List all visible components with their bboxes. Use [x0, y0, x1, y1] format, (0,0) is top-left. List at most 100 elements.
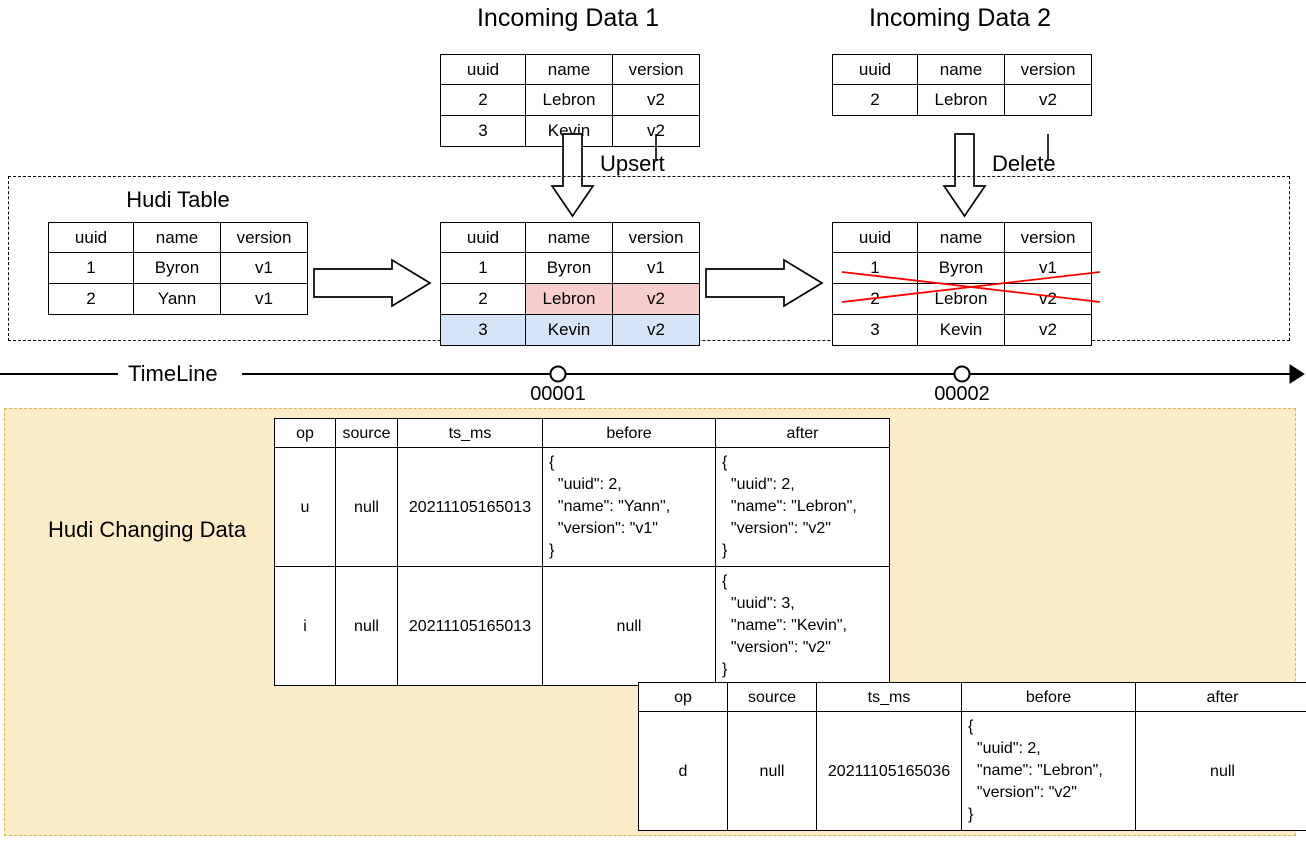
cell-name: Byron — [133, 252, 221, 284]
incoming-data-1-title: Incoming Data 1 — [476, 4, 660, 32]
table-row-deleted: 2 Lebron v2 — [832, 283, 1092, 315]
cdc-table-upsert: op source ts_ms before after u null 2021… — [274, 418, 890, 686]
cell-uuid: 3 — [440, 314, 526, 346]
cell-name: Kevin — [525, 314, 613, 346]
column-header-ts-ms: ts_ms — [397, 418, 543, 448]
column-header-version: version — [1004, 222, 1092, 253]
cell-name: Lebron — [525, 283, 613, 315]
column-header-after: after — [1135, 682, 1306, 712]
delete-arrow — [942, 133, 1049, 218]
column-header-version: version — [1004, 54, 1092, 85]
column-header-uuid: uuid — [48, 222, 134, 253]
cell-op: u — [274, 447, 336, 567]
upsert-arrow — [550, 133, 657, 218]
column-header-name: name — [133, 222, 221, 253]
table-row: 3 Kevin v2 — [440, 115, 700, 147]
column-header-uuid: uuid — [832, 222, 918, 253]
cell-name: Lebron — [525, 84, 613, 116]
cell-after: { "uuid": 3, "name": "Kevin", "version":… — [715, 566, 890, 686]
table-header-row: op source ts_ms before after — [274, 418, 890, 448]
cell-uuid: 1 — [440, 252, 526, 284]
cell-version: v2 — [612, 283, 700, 315]
cell-after: { "uuid": 2, "name": "Lebron", "version"… — [715, 447, 890, 567]
table-row-inserted: 3 Kevin v2 — [440, 314, 700, 346]
incoming-data-2-table: uuid name version 2 Lebron v2 — [832, 54, 1092, 116]
flow-arrow-1-icon — [313, 258, 432, 308]
table-row: 1 Byron v1 — [48, 252, 308, 284]
cell-uuid: 3 — [832, 314, 918, 346]
cell-op: d — [638, 711, 728, 831]
delete-label: Delete — [992, 151, 1056, 176]
column-header-name: name — [917, 222, 1005, 253]
cell-uuid: 1 — [48, 252, 134, 284]
column-header-ts-ms: ts_ms — [816, 682, 962, 712]
cell-version: v2 — [1004, 314, 1092, 346]
table-row: 2 Lebron v2 — [440, 84, 700, 116]
cell-version: v1 — [612, 252, 700, 284]
column-header-version: version — [612, 222, 700, 253]
timeline-label: TimeLine — [128, 361, 218, 386]
hudi-table-after-upsert: uuid name version 1 Byron v1 2 Lebron v2… — [440, 222, 700, 346]
column-header-uuid: uuid — [832, 54, 918, 85]
column-header-source: source — [335, 418, 398, 448]
column-header-version: version — [220, 222, 308, 253]
incoming-data-2-title: Incoming Data 2 — [868, 4, 1052, 32]
cell-source: null — [727, 711, 817, 831]
hudi-table-after-delete: uuid name version 1 Byron v1 2 Lebron v2… — [832, 222, 1092, 346]
cell-before: null — [542, 566, 716, 686]
cell-ts-ms: 20211105165013 — [397, 566, 543, 686]
cell-uuid: 3 — [440, 115, 526, 147]
table-header-row: uuid name version — [48, 222, 308, 253]
table-header-row: op source ts_ms before after — [638, 682, 1306, 712]
cell-after: null — [1135, 711, 1306, 831]
column-header-name: name — [917, 54, 1005, 85]
table-row: u null 20211105165013 { "uuid": 2, "name… — [274, 447, 890, 567]
cell-version: v1 — [220, 283, 308, 315]
flow-arrow-2-icon — [705, 258, 824, 308]
column-header-before: before — [542, 418, 716, 448]
cell-name: Byron — [525, 252, 613, 284]
cell-name: Lebron — [917, 84, 1005, 116]
table-row-updated: 2 Lebron v2 — [440, 283, 700, 315]
cell-name: Yann — [133, 283, 221, 315]
column-header-uuid: uuid — [440, 222, 526, 253]
hudi-table-before: uuid name version 1 Byron v1 2 Yann v1 — [48, 222, 308, 315]
table-header-row: uuid name version — [440, 222, 700, 253]
table-header-row: uuid name version — [440, 54, 700, 85]
cell-version: v2 — [1004, 84, 1092, 116]
cell-source: null — [335, 447, 398, 567]
delete-strikethrough-icon — [841, 271, 1101, 303]
column-header-source: source — [727, 682, 817, 712]
hudi-table-label: Hudi Table — [126, 187, 230, 212]
table-row: 1 Byron v1 — [440, 252, 700, 284]
timeline-tick-00001: 00001 — [530, 383, 586, 405]
hudi-changing-data-label: Hudi Changing Data — [48, 517, 247, 542]
cell-op: i — [274, 566, 336, 686]
cell-version: v2 — [612, 84, 700, 116]
cell-before: { "uuid": 2, "name": "Yann", "version": … — [542, 447, 716, 567]
table-header-row: uuid name version — [832, 222, 1092, 253]
column-header-name: name — [525, 222, 613, 253]
column-header-after: after — [715, 418, 890, 448]
timeline-axis — [0, 364, 1305, 384]
column-header-name: name — [525, 54, 613, 85]
incoming-data-1-table: uuid name version 2 Lebron v2 3 Kevin v2 — [440, 54, 700, 147]
table-row: 2 Lebron v2 — [832, 84, 1092, 116]
cell-version: v1 — [1004, 252, 1092, 284]
cell-uuid: 2 — [440, 283, 526, 315]
column-header-before: before — [961, 682, 1136, 712]
cell-before: { "uuid": 2, "name": "Lebron", "version"… — [961, 711, 1136, 831]
cell-version: v2 — [612, 314, 700, 346]
table-header-row: uuid name version — [832, 54, 1092, 85]
table-row: d null 20211105165036 { "uuid": 2, "name… — [638, 711, 1306, 831]
cdc-table-delete: op source ts_ms before after d null 2021… — [638, 682, 1306, 831]
column-header-op: op — [274, 418, 336, 448]
table-row: 3 Kevin v2 — [832, 314, 1092, 346]
table-row: 2 Yann v1 — [48, 283, 308, 315]
cell-uuid: 2 — [832, 84, 918, 116]
cell-uuid: 2 — [440, 84, 526, 116]
cell-uuid: 2 — [48, 283, 134, 315]
cell-version: v1 — [220, 252, 308, 284]
cell-ts-ms: 20211105165013 — [397, 447, 543, 567]
table-row: i null 20211105165013 null { "uuid": 3, … — [274, 566, 890, 686]
